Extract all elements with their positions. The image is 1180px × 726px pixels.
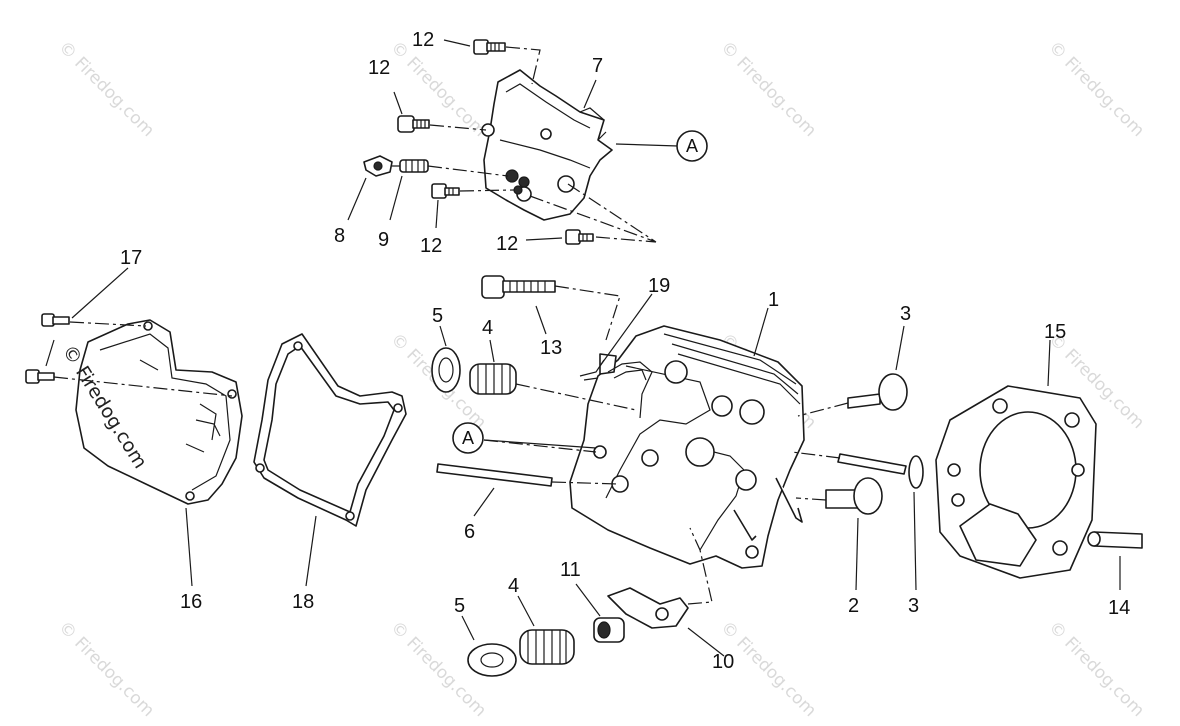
callout-1: 1 <box>768 289 779 311</box>
rocker-arm-bracket <box>481 69 613 221</box>
watermark: © Firedog.com <box>54 617 158 721</box>
bolt-12-left <box>397 115 430 133</box>
intake-valve-3 <box>847 373 908 411</box>
cylinder-head <box>569 325 805 569</box>
callout-12: 12 <box>368 57 390 79</box>
watermark: © Firedog.com <box>716 37 820 141</box>
callout-4: 4 <box>482 317 493 339</box>
callout-7: 7 <box>592 55 603 77</box>
valve-stem-seal-11 <box>593 617 625 643</box>
callout-labels: 12 12 7 8 9 12 12 17 19 1 3 15 5 4 13 6 … <box>120 29 1130 673</box>
nut-8 <box>363 155 393 177</box>
reference-marker-a-label: A <box>686 136 698 156</box>
callout-3: 3 <box>900 303 911 325</box>
reference-marker-a-lower: A <box>452 422 484 454</box>
callout-10: 10 <box>712 651 734 673</box>
reference-marker-a-label: A <box>462 428 474 448</box>
callout-12: 12 <box>420 235 442 257</box>
valve-spring-4-upper <box>469 363 517 395</box>
spring-retainer-5-lower <box>467 643 517 677</box>
bolt-12-top <box>473 39 506 55</box>
callout-3: 3 <box>908 595 919 617</box>
callout-9: 9 <box>378 229 389 251</box>
callout-15: 15 <box>1044 321 1066 343</box>
bolt-12-middle <box>431 183 460 199</box>
valve-cover-gasket <box>253 333 407 527</box>
exhaust-valve-3 <box>837 453 924 489</box>
watermark: © Firedog.com <box>1044 617 1148 721</box>
watermark: © Firedog.com <box>1044 37 1148 141</box>
bolt-12-bottom <box>565 229 594 245</box>
head-gasket <box>935 385 1097 579</box>
cover-screws-17 <box>25 313 70 384</box>
valve-cover <box>75 319 243 505</box>
callout-8: 8 <box>334 225 345 247</box>
valve-guide-2 <box>825 477 883 515</box>
callout-5: 5 <box>454 595 465 617</box>
callout-17: 17 <box>120 247 142 269</box>
pushrod-6 <box>436 463 553 487</box>
callout-4: 4 <box>508 575 519 597</box>
screw-17-lower <box>25 369 55 384</box>
watermark: © Firedog.com <box>54 37 158 141</box>
reference-marker-a-upper: A <box>676 130 708 162</box>
breather-tube-19 <box>607 361 653 419</box>
callout-6: 6 <box>464 521 475 543</box>
bracket-bolts <box>363 39 594 245</box>
callout-5: 5 <box>432 305 443 327</box>
rocker-arm-10 <box>607 587 689 629</box>
screw-17-upper <box>41 313 70 327</box>
callout-11: 11 <box>560 559 581 581</box>
spring-retainer-5-upper <box>431 347 461 393</box>
head-bolt-13 <box>481 275 556 299</box>
dowel-pin-14 <box>1087 531 1143 549</box>
callout-13: 13 <box>540 337 562 359</box>
callout-18: 18 <box>292 591 314 613</box>
callout-19: 19 <box>648 275 670 297</box>
callout-12: 12 <box>412 29 434 51</box>
leader-lines <box>45 39 1121 657</box>
alignment-lines <box>53 46 849 605</box>
callout-2: 2 <box>848 595 859 617</box>
callout-12: 12 <box>496 233 518 255</box>
callout-14: 14 <box>1108 597 1130 619</box>
valve-spring-4-lower <box>519 629 575 665</box>
adjusting-screw-9 <box>399 159 429 173</box>
callout-16: 16 <box>180 591 202 613</box>
